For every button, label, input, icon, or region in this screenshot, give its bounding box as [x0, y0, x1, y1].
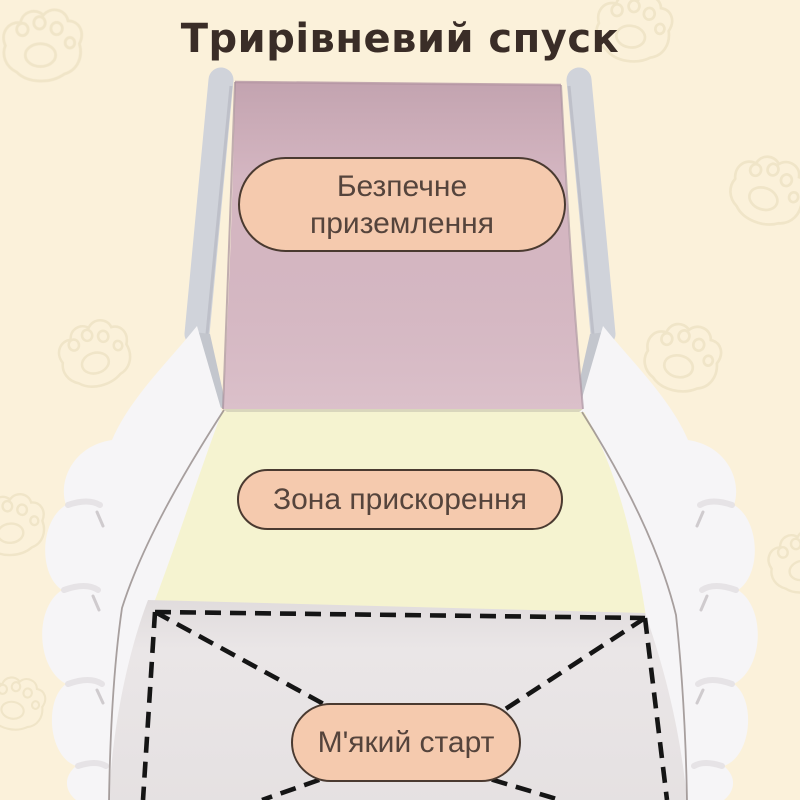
label-soft-start: М'який старт	[291, 703, 521, 782]
start-zone-surface	[109, 600, 687, 800]
surface-crease-left	[108, 409, 225, 800]
paw-print-icon	[0, 671, 50, 736]
page-title: Трирівневий спуск	[180, 16, 620, 62]
label-acceleration-zone: Зона прискорення	[237, 469, 563, 530]
dashed-outline-top	[154, 609, 646, 621]
label-safe-landing-line1: Безпечне	[336, 169, 468, 203]
paw-print-icon	[720, 145, 800, 237]
dashed-outline-left	[140, 611, 158, 800]
dashed-diagonal-bottom-left	[261, 752, 391, 800]
label-safe-landing: Безпечне приземлення	[238, 157, 566, 252]
label-acceleration-zone-text: Зона прискорення	[273, 483, 527, 516]
paw-print-icon	[762, 524, 800, 600]
surface-crease-right	[581, 411, 688, 800]
label-safe-landing-line2: приземлення	[310, 206, 494, 240]
dashed-outline-right	[642, 617, 670, 800]
paw-print-icon	[51, 313, 139, 396]
label-soft-start-text: М'який старт	[317, 726, 495, 759]
paw-print-icon	[0, 491, 49, 559]
